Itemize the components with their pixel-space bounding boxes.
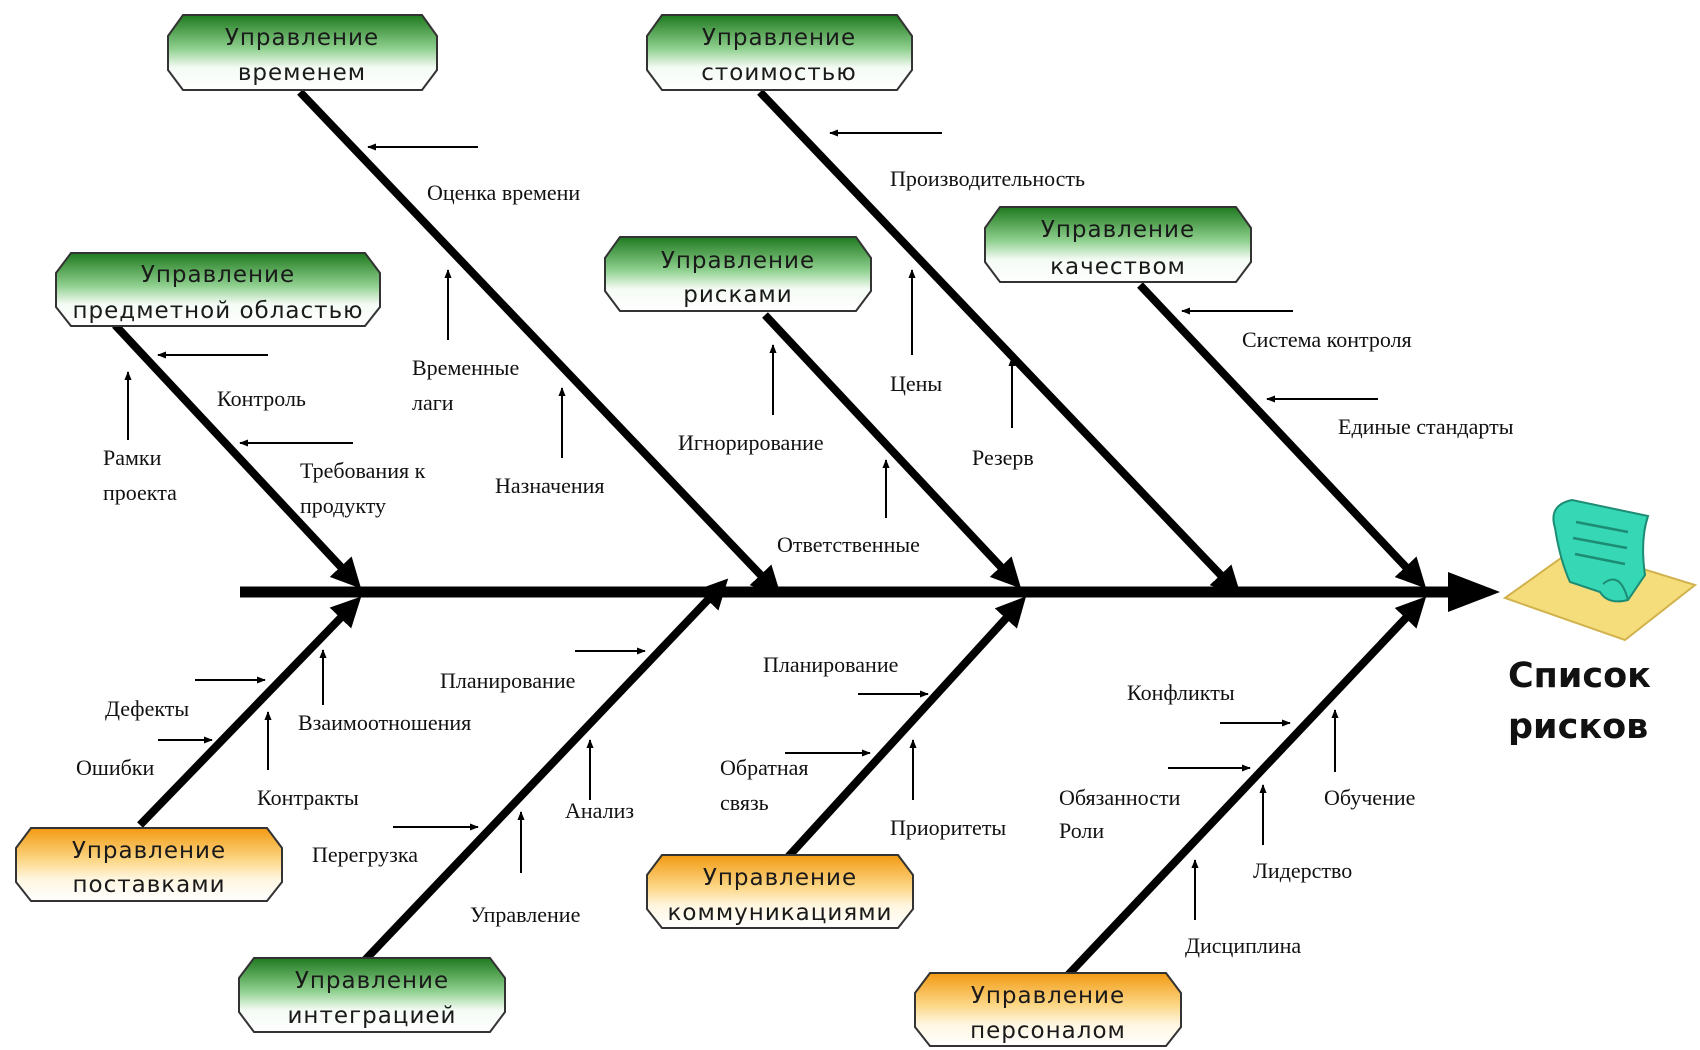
cause-integration-4: Управление: [470, 902, 580, 927]
category-cost-line1: Управление: [702, 25, 856, 51]
cause-hr-4: Лидерство: [1253, 858, 1352, 883]
cause-quality-1: Система контроля: [1242, 327, 1412, 352]
category-cost-line2: стоимостью: [701, 60, 856, 86]
category-box-hr[interactable]: Управление персоналом: [914, 972, 1182, 1047]
cause-cost-2: Цены: [890, 371, 942, 396]
cause-arrows: [124, 129, 1378, 920]
category-procurement-line1: Управление: [72, 838, 226, 864]
category-quality-line2: качеством: [1050, 254, 1186, 280]
category-communication-line1: Управление: [703, 865, 857, 891]
category-scope-line2: предметной областью: [73, 298, 364, 324]
category-scope-line1: Управление: [141, 262, 295, 288]
cause-hr-5: Дисциплина: [1185, 933, 1301, 958]
cause-cost-1: Производительность: [890, 166, 1085, 191]
cause-hr-3a: Обязанности: [1059, 785, 1181, 810]
cause-scope-1: Контроль: [217, 386, 306, 411]
bone-risk: [762, 312, 1022, 589]
cause-hr-3b: Роли: [1059, 818, 1104, 843]
bone-scope: [112, 322, 362, 589]
category-box-risk[interactable]: Управление рисками: [604, 236, 872, 312]
bone-time: [297, 89, 782, 597]
category-box-time[interactable]: Управление временем: [167, 14, 438, 91]
cause-procurement-2: Ошибки: [76, 755, 154, 780]
cause-quality-2: Единые стандарты: [1338, 414, 1514, 439]
cause-communication-2b: связь: [720, 790, 769, 815]
cause-procurement-4: Контракты: [257, 785, 359, 810]
cause-time-3: Назначения: [495, 473, 605, 498]
cause-scope-2b: проекта: [103, 480, 177, 505]
category-box-cost[interactable]: Управление стоимостью: [646, 14, 913, 91]
category-box-communication[interactable]: Управление коммуникациями: [646, 854, 914, 929]
category-hr-line2: персоналом: [970, 1018, 1126, 1044]
category-quality-line1: Управление: [1041, 217, 1195, 243]
cause-time-1: Оценка времени: [427, 180, 580, 205]
bone-procurement: [137, 596, 362, 828]
category-box-procurement[interactable]: Управление поставками: [15, 827, 283, 902]
category-box-quality[interactable]: Управление качеством: [984, 206, 1252, 283]
cause-procurement-1: Дефекты: [105, 696, 189, 721]
category-risk-line1: Управление: [661, 248, 815, 274]
category-time-line1: Управление: [225, 25, 379, 51]
cause-scope-3b: продукту: [300, 493, 386, 518]
category-hr-line1: Управление: [971, 983, 1125, 1009]
cause-scope-2a: Рамки: [103, 445, 162, 470]
bone-integration: [362, 578, 729, 963]
cause-time-2a: Временные: [412, 355, 519, 380]
category-integration-line2: интеграцией: [287, 1003, 456, 1029]
cause-procurement-3: Взаимоотношения: [298, 710, 471, 735]
main-spine: [240, 572, 1500, 612]
cause-communication-1: Планирование: [763, 652, 898, 677]
category-integration-line1: Управление: [295, 968, 449, 994]
effect-label-line2: рисков: [1508, 707, 1648, 747]
cause-hr-2: Обучение: [1324, 785, 1415, 810]
effect-scroll-icon: [1502, 498, 1698, 642]
cause-communication-3: Приоритеты: [890, 815, 1006, 840]
category-risk-line2: рисками: [683, 282, 792, 308]
bone-quality: [1137, 282, 1427, 589]
bone-cost: [757, 89, 1242, 597]
bone-communication: [785, 596, 1027, 860]
bone-hr: [1065, 596, 1427, 978]
cause-risk-2: Ответственные: [777, 532, 920, 557]
cause-scope-3a: Требования к: [300, 458, 426, 483]
category-box-integration[interactable]: Управление интеграцией: [238, 957, 506, 1033]
cause-integration-2: Анализ: [565, 798, 634, 823]
cause-hr-1: Конфликты: [1127, 680, 1235, 705]
cause-time-2b: лаги: [412, 390, 454, 415]
cause-communication-2a: Обратная: [720, 755, 809, 780]
category-procurement-line2: поставками: [72, 872, 225, 898]
cause-risk-1: Игнорирование: [678, 430, 824, 455]
category-communication-line2: коммуникациями: [668, 900, 893, 926]
cause-integration-1: Планирование: [440, 668, 575, 693]
category-box-scope[interactable]: Управление предметной областью: [55, 252, 381, 327]
category-time-line2: временем: [238, 60, 366, 86]
effect-label-line1: Список: [1508, 656, 1651, 696]
cause-cost-3: Резерв: [972, 445, 1034, 470]
cause-integration-3: Перегрузка: [312, 842, 418, 867]
